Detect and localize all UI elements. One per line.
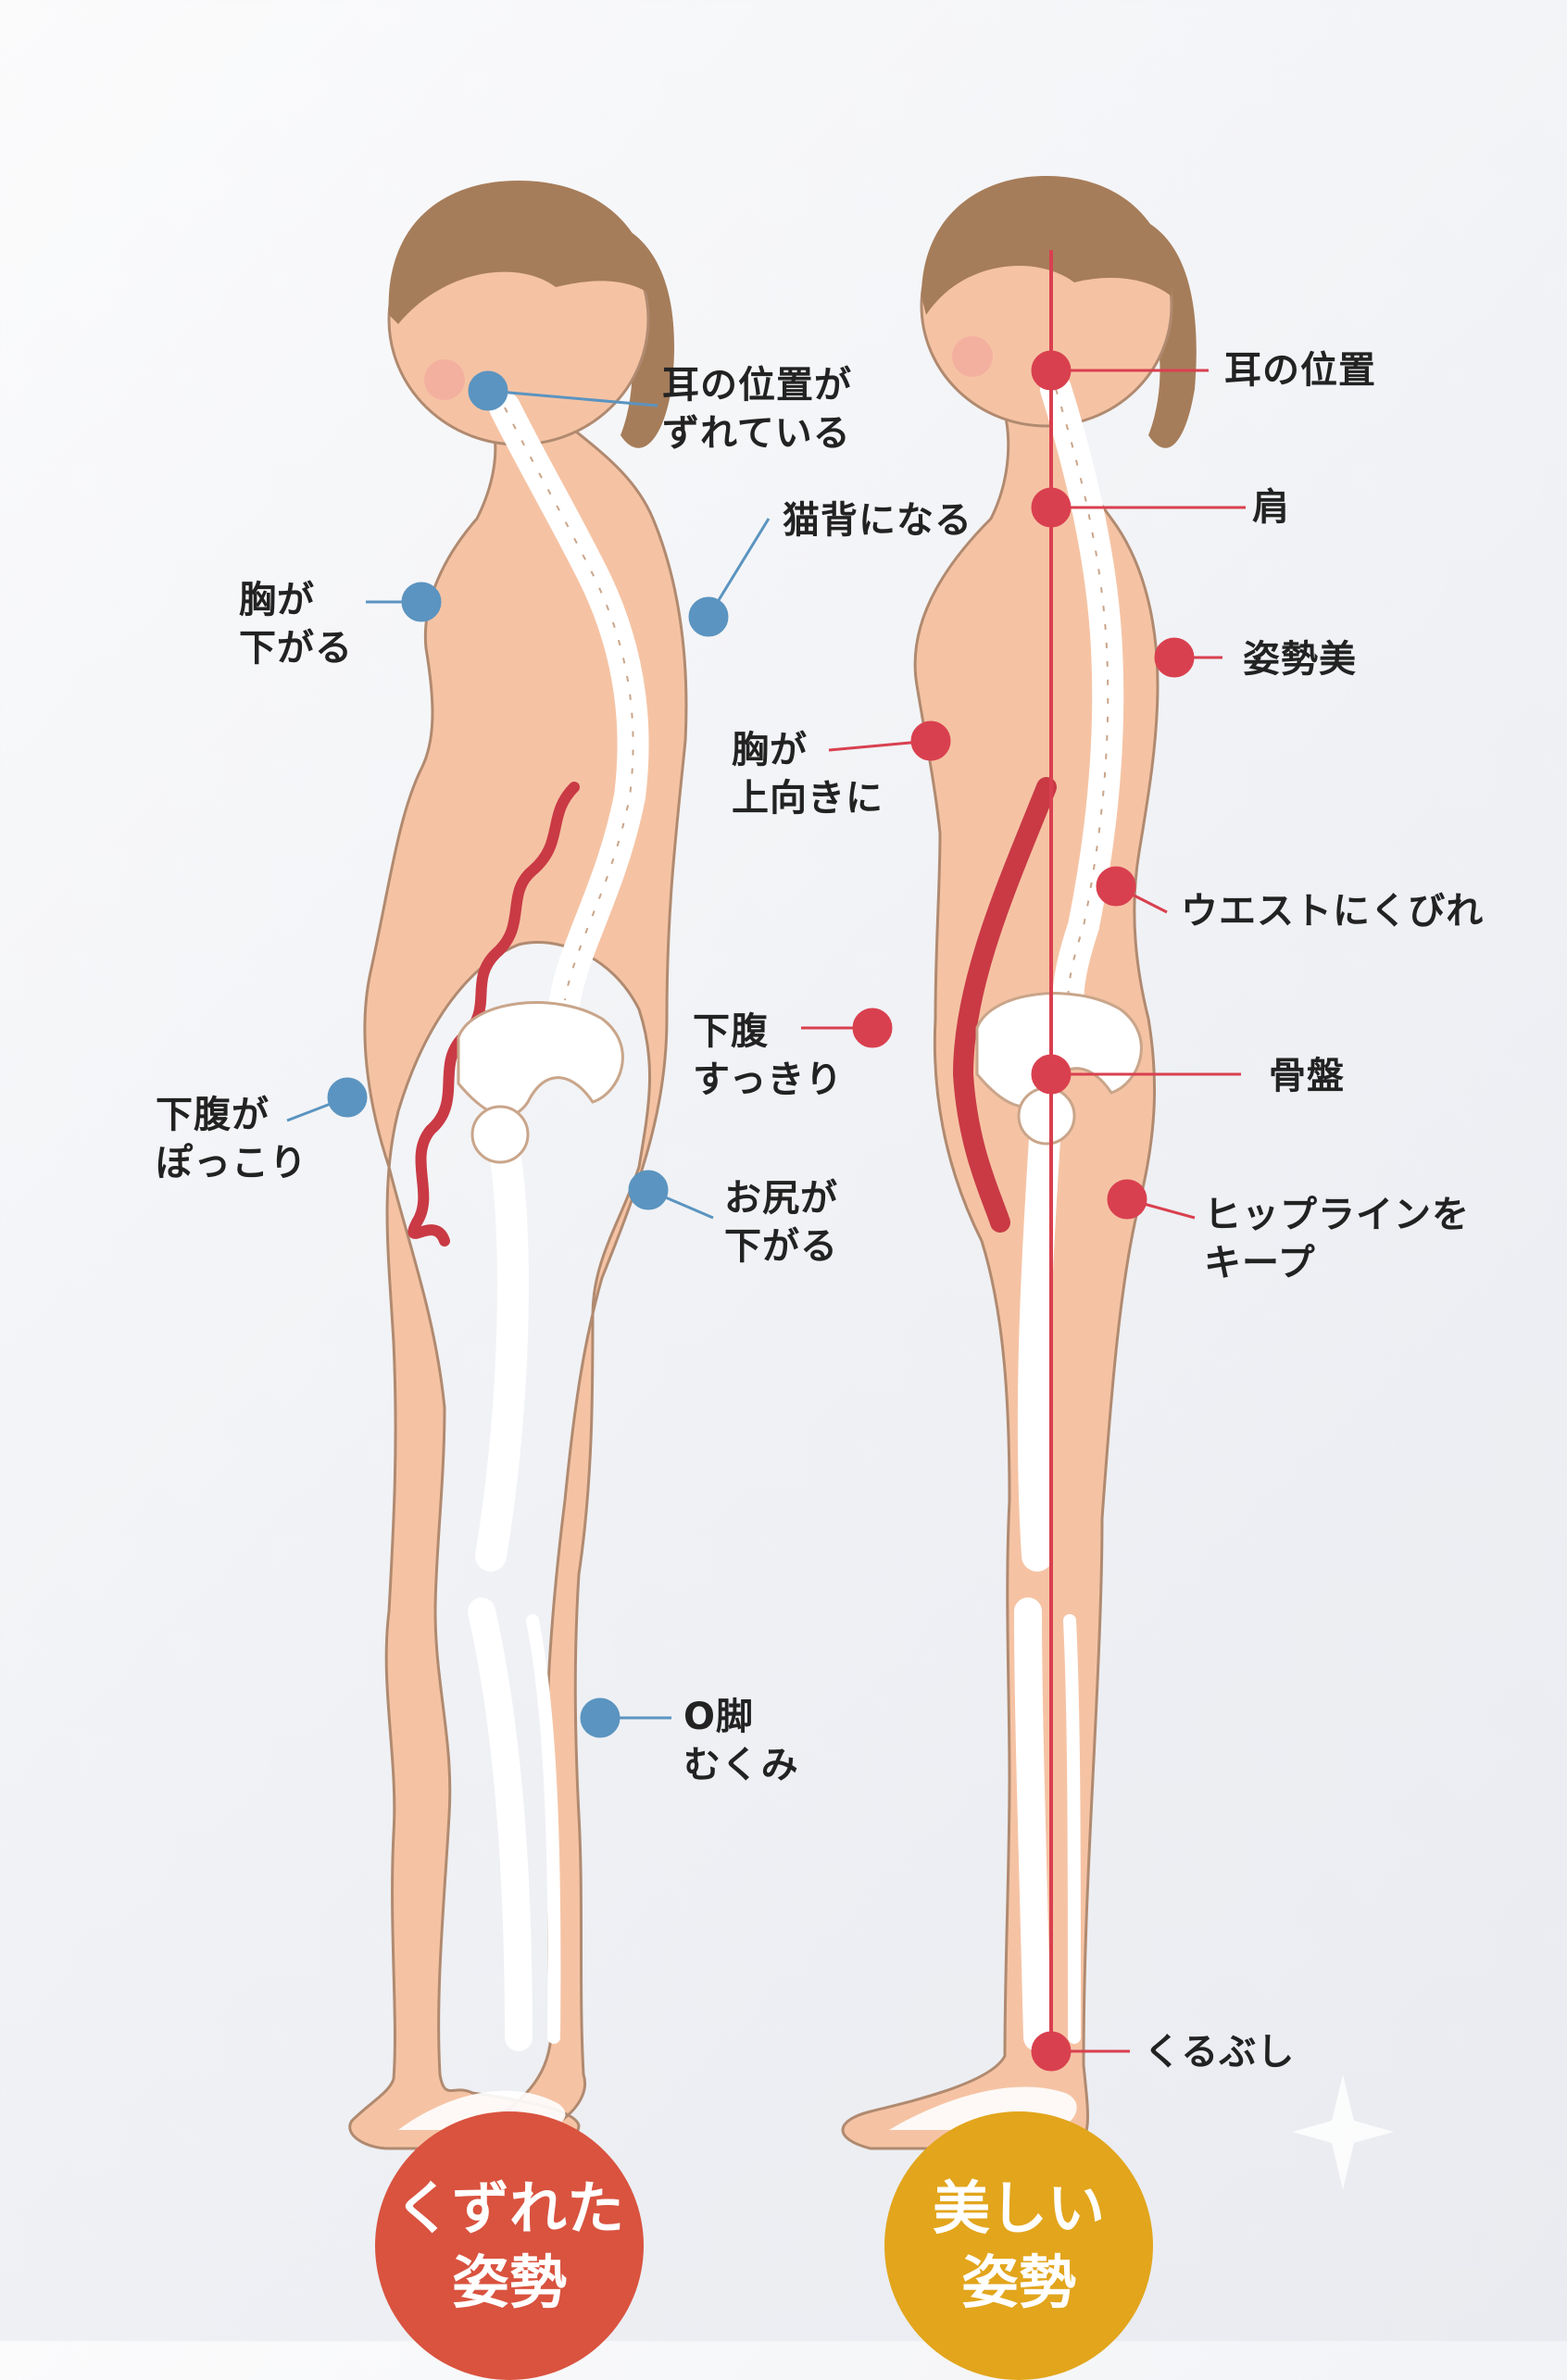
label-good-pelvis: 骨盤 xyxy=(1269,1055,1345,1097)
good-posture-markers xyxy=(801,350,1246,2072)
label-bad-back: 猫背になる xyxy=(783,499,972,542)
tibia-icon xyxy=(1014,1597,1051,2051)
label-good-ear: 耳の位置 xyxy=(1224,349,1376,392)
label-bad-legs: O脚 むくみ xyxy=(683,1696,799,1786)
bad-posture-figure xyxy=(348,181,688,2150)
hair-icon xyxy=(921,176,1172,315)
good-posture-badge: 美しい 姿勢 xyxy=(884,2111,1153,2380)
cheek-blush xyxy=(424,359,465,400)
hair-icon xyxy=(388,181,653,324)
label-good-chest: 胸が 上向きに xyxy=(732,729,884,820)
label-bad-ear: 耳の位置が ずれている xyxy=(662,364,852,455)
label-bad-chest: 胸が 下がる xyxy=(239,579,353,670)
bad-posture-markers xyxy=(286,370,771,1738)
label-good-hip: ヒップラインを キープ xyxy=(1204,1194,1470,1284)
femur-icon xyxy=(475,1114,529,1572)
label-bad-belly: 下腹が ぽっこり xyxy=(156,1094,307,1184)
cheek-blush xyxy=(952,336,993,377)
sparkle-icon xyxy=(1292,2074,1394,2190)
bad-posture-badge: くずれた 姿勢 xyxy=(375,2111,644,2380)
label-good-ankle: くるぶし xyxy=(1144,2031,1296,2073)
pelvis-icon xyxy=(457,1001,624,1118)
femur-icon xyxy=(1017,1096,1062,1572)
label-good-back: 姿勢美 xyxy=(1243,638,1357,681)
muscle-icon xyxy=(952,777,1057,1233)
good-posture-figure xyxy=(841,176,1197,2150)
tibia-icon xyxy=(468,1597,533,2051)
body-silhouette xyxy=(348,396,688,2150)
label-good-waist: ウエストにくびれ xyxy=(1181,890,1485,933)
label-good-belly: 下腹 すっきり xyxy=(693,1010,844,1101)
label-good-shoulder: 肩 xyxy=(1252,486,1290,529)
label-bad-hip: お尻が 下がる xyxy=(724,1177,838,1268)
